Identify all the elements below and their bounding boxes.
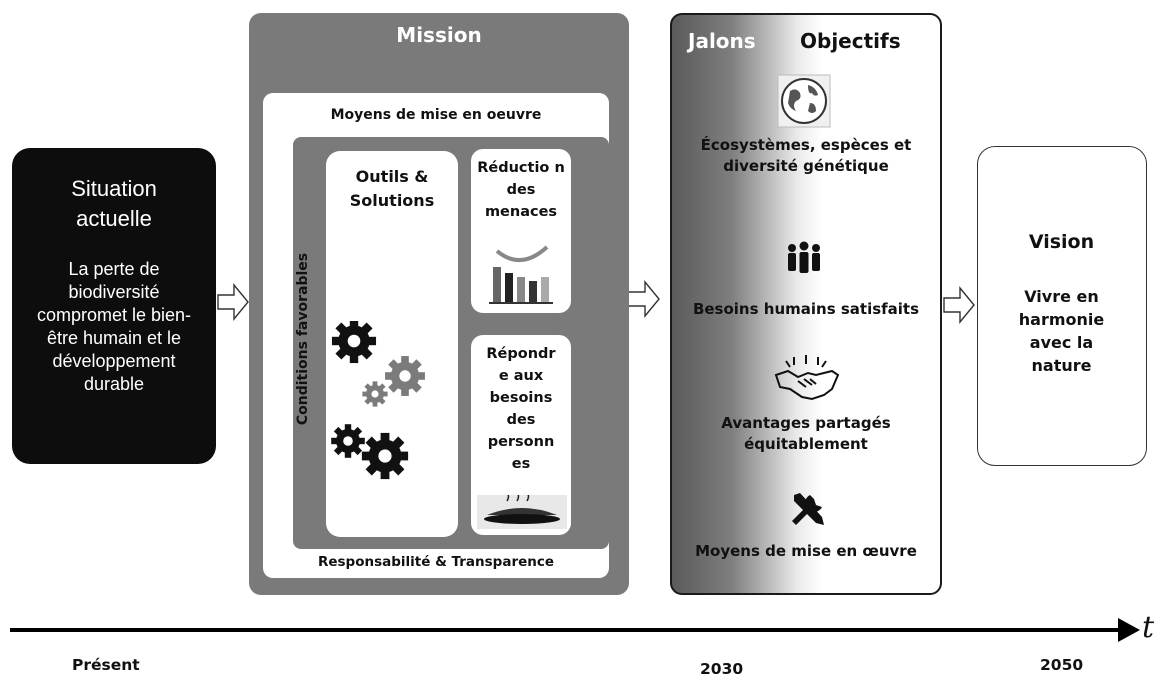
implementation-goal: Moyens de mise en œuvre — [695, 542, 917, 560]
arrow-mission-to-objectives — [627, 280, 660, 318]
ecosystems-goal: Écosystèmes, espèces et diversité généti… — [700, 136, 912, 175]
gears-icon — [331, 321, 425, 480]
milestones-label: Jalons — [688, 29, 756, 53]
timeline-present-label: Présent — [72, 656, 140, 674]
people-icon — [788, 241, 820, 273]
accountability-transparency-label: Responsabilité & Transparence — [317, 554, 555, 570]
handshake-icon — [774, 355, 840, 401]
tools-icon — [792, 493, 824, 525]
mission-title: Mission — [396, 23, 482, 47]
timeline-2050-label: 2050 — [1040, 656, 1084, 674]
goals-label: Objectifs — [800, 29, 901, 53]
threat-reduction-box: Réductio n des menaces — [471, 149, 571, 313]
current-situation-title: Situation actuelle — [71, 176, 157, 231]
food-dish-icon — [477, 495, 567, 529]
means-of-implementation-label: Moyens de mise en oeuvre — [330, 107, 542, 123]
shared-benefits-goal: Avantages partagés équitablement — [721, 414, 891, 453]
human-needs-goal: Besoins humains satisfaits — [692, 300, 920, 318]
vision-title: Vision — [1028, 231, 1095, 253]
arrow-objectives-to-vision — [943, 286, 975, 324]
current-situation-text: La perte de biodiversité compromet le bi… — [36, 259, 192, 394]
enabling-conditions-panel: Conditions favorables Outils & Solutions — [293, 137, 609, 549]
meeting-needs-label: Répondr e aux besoins des personn es — [486, 346, 556, 472]
mission-panel: Mission Moyens de mise en oeuvre Conditi… — [249, 13, 629, 595]
milestones-goals-panel: Jalons Objectifs Écosystèmes, espèces et… — [670, 13, 942, 595]
arrow-situation-to-mission — [217, 283, 249, 321]
mission-inner-frame: Moyens de mise en oeuvre Conditions favo… — [263, 93, 609, 578]
timeline-2030-label: 2030 — [700, 660, 744, 678]
timeline-axis-symbol: t — [1142, 610, 1155, 645]
declining-bars-icon — [489, 245, 553, 304]
tools-solutions-box: Outils & Solutions — [326, 151, 458, 537]
meeting-needs-box: Répondr e aux besoins des personn es — [471, 335, 571, 535]
enabling-conditions-label: Conditions favorables — [295, 252, 311, 426]
current-situation-box: Situation actuelle La perte de biodivers… — [12, 148, 216, 464]
tools-solutions-label: Outils & Solutions — [349, 167, 435, 210]
vision-box: Vision Vivre en harmonie avec la nature — [977, 146, 1147, 466]
threat-reduction-label: Réductio n des menaces — [477, 160, 565, 220]
vision-text: Vivre en harmonie avec la nature — [1018, 287, 1105, 375]
globe-icon — [777, 74, 831, 128]
timeline-arrowhead — [1118, 618, 1140, 642]
